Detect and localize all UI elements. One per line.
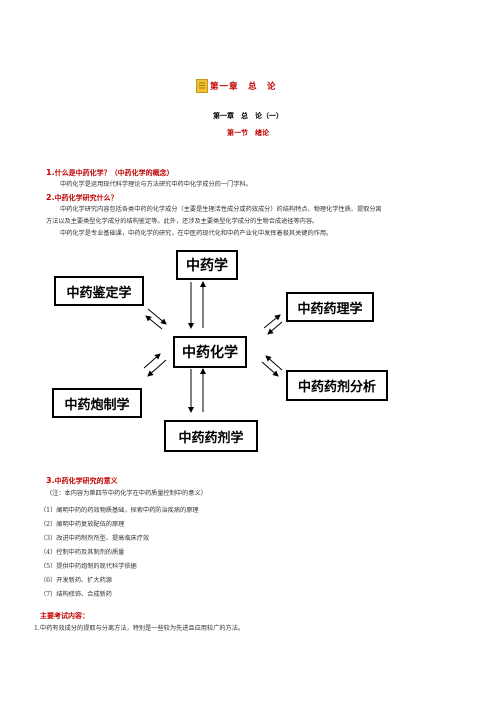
arrow-left-top-2 (145, 315, 163, 330)
sub-title: 第一章 总 论（一） (213, 112, 283, 120)
question-2-line-1: 中药化学研究内容包括各类中药的化学成分（主要是生理活性成分或药效成分）的结构特点… (60, 206, 382, 213)
question-1-text: 中药化学是运用现代科学理论与方法研究中药中化学成分的一门学科。 (60, 181, 252, 188)
exam-content-line-1: 1.中药有效成分的提取与分离方法，特别是一些较为先进且应用较广的方法。 (34, 625, 245, 632)
significance-item: （6）开发新药、扩大药源 (40, 577, 112, 584)
significance-item: （2）阐明中药复放配伍的原理 (40, 521, 125, 528)
document-icon (196, 79, 208, 93)
arrow-left-bottom-2 (143, 353, 161, 369)
question-3-note: （注：本内容为第四节中药化学在中药质量控制中的意义） (46, 490, 207, 497)
question-1-heading: 1.什么是中药化学？（中药化学的概念） (46, 168, 174, 178)
arrow-left-top-1 (147, 308, 167, 325)
significance-item: （5）提供中药炮制的现代科学依据 (40, 563, 137, 570)
arrow-right-top-2 (267, 321, 283, 335)
box-left-top: 中药鉴定学 (54, 276, 144, 306)
question-2-line-2: 方法以及主要类型化学成分的结构鉴定等。此外，还涉及主要类型化学成分的生物合成途径… (46, 218, 319, 225)
question-2-number: 2. (46, 193, 55, 202)
box-center: 中药化学 (173, 336, 247, 368)
significance-item: （7）结构修饰、合成新药 (40, 591, 112, 598)
box-right-top: 中药药理学 (286, 292, 374, 322)
question-3-title: 中药化学研究的意义 (54, 477, 118, 485)
question-3-number: 3. (46, 476, 55, 485)
question-3-heading: 3.中药化学研究的意义 (46, 476, 118, 486)
arrow-right-bottom-2 (265, 355, 283, 371)
question-1-number: 1. (46, 168, 55, 177)
question-2-title: 中药化学研究什么？ (54, 194, 118, 202)
section-title: 第一节 绪论 (227, 129, 269, 137)
subject-relationship-diagram: 中药学 中药鉴定学 中药药理学 中药化学 中药药剂分析 中药炮制学 中药药剂学 (40, 242, 420, 462)
box-top: 中药学 (176, 250, 238, 280)
significance-item: （4）控制中药及其制剂的质量 (40, 549, 125, 556)
box-left-bottom: 中药炮制学 (52, 388, 142, 418)
exam-content-title: 主要考试内容： (40, 612, 89, 620)
diagram-arrows (143, 281, 283, 413)
arrow-right-bottom-1 (261, 361, 279, 377)
significance-item: （1）阐明中药的药效物质基础，探索中药防治疾病的原理 (40, 507, 199, 514)
question-2-heading: 2.中药化学研究什么？ (46, 193, 118, 203)
box-right-bottom: 中药药剂分析 (286, 370, 388, 401)
arrow-right-top-1 (263, 314, 281, 329)
question-1-title: 什么是中药化学？（中药化学的概念） (54, 169, 174, 177)
question-2-line-3: 中药化学是专业基础课，中药化学的研究，在中医药现代化和中药产业化中发挥着极其关键… (60, 230, 333, 237)
box-bottom: 中药药剂学 (164, 420, 258, 452)
significance-item: （3）改进中药制剂剂型、提高临床疗效 (40, 535, 150, 542)
arrow-left-bottom-1 (147, 359, 167, 377)
chapter-title: 第一章 总 论 (210, 82, 277, 92)
